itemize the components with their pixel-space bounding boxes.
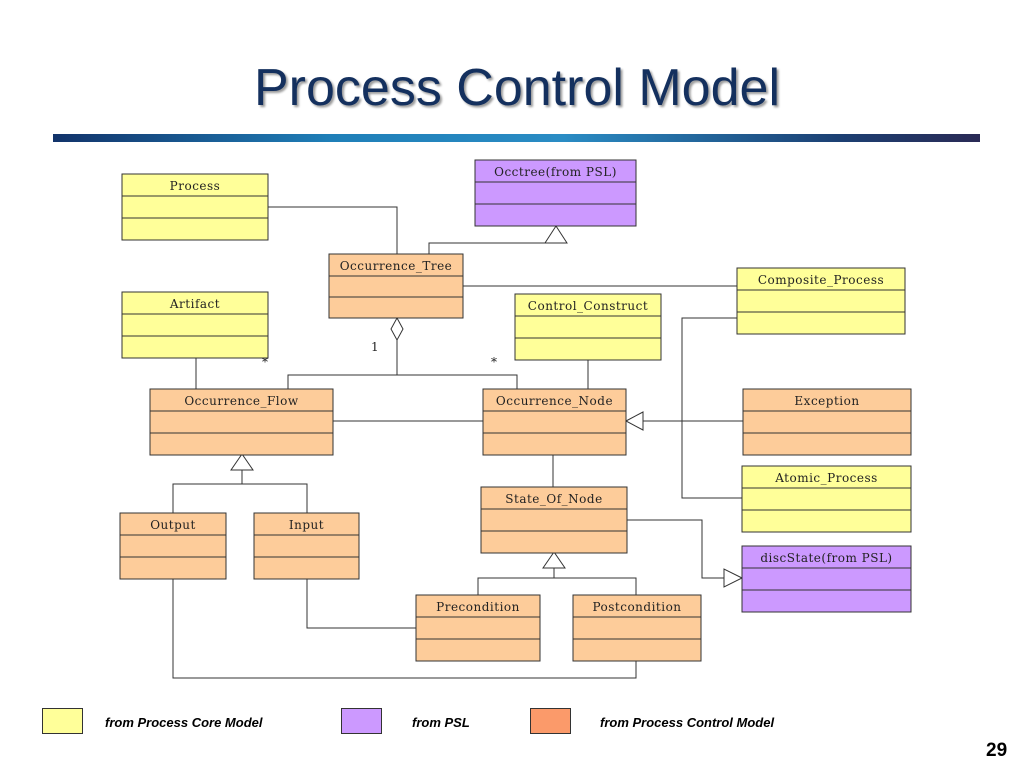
- class-name-occtree: Occtree(from PSL): [494, 165, 617, 179]
- precondition-attributes-compartment: [415, 616, 541, 640]
- class-box-occurrence-flow: Occurrence_Flow: [149, 388, 334, 456]
- exception-operations-compartment: [742, 432, 912, 456]
- class-box-postcondition: Postcondition: [572, 594, 702, 662]
- input-attributes-compartment: [253, 534, 360, 558]
- generalization-arrow-discstate: [723, 568, 744, 588]
- class-box-artifact: Artifact: [121, 291, 269, 359]
- class-box-control-construct: Control_Construct: [514, 293, 662, 361]
- gen-pre-post-state: [477, 577, 637, 596]
- output-operations-compartment: [119, 556, 227, 580]
- legend-swatch-control: [530, 708, 571, 734]
- occurrence-tree-operations-compartment: [328, 296, 464, 319]
- output-attributes-compartment: [119, 534, 227, 558]
- class-name-output: Output: [150, 518, 196, 532]
- process-operations-compartment: [121, 217, 269, 241]
- composite-process-attributes-compartment: [736, 289, 906, 313]
- occtree-attributes-compartment: [474, 181, 637, 205]
- class-box-occurrence-node: Occurrence_Node: [482, 388, 627, 456]
- class-name-input: Input: [289, 518, 324, 532]
- legend-label-psl: from PSL: [412, 715, 470, 730]
- aggregation-to-flow: [287, 374, 518, 389]
- class-name-artifact: Artifact: [169, 297, 220, 311]
- occurrence-node-attributes-compartment: [482, 410, 627, 434]
- gen-state-discstate: [627, 519, 724, 579]
- state-of-node-attributes-compartment: [480, 508, 628, 532]
- generalization-arrow-occtree: [544, 225, 568, 244]
- precondition-operations-compartment: [415, 638, 541, 662]
- class-box-state-of-node: State_Of_Node: [480, 486, 628, 554]
- class-name-composite-process: Composite_Process: [758, 273, 884, 287]
- assoc-input-precondition: [306, 579, 416, 629]
- class-box-output: Output: [119, 512, 227, 580]
- generalization-arrow-node: [624, 411, 644, 431]
- class-box-occurrence-tree: Occurrence_Tree: [328, 253, 464, 319]
- class-box-composite-process: Composite_Process: [736, 267, 906, 335]
- composite-process-operations-compartment: [736, 311, 906, 335]
- class-name-exception: Exception: [794, 394, 859, 408]
- multiplicity-tree: 1: [371, 340, 379, 354]
- aggregation-diamond: [390, 316, 404, 342]
- connector-markers: [230, 225, 744, 588]
- assoc-process-tree: [268, 206, 398, 254]
- class-box-discstate: discState(from PSL): [741, 545, 912, 613]
- class-name-occurrence-flow: Occurrence_Flow: [184, 394, 299, 408]
- class-name-precondition: Precondition: [436, 600, 520, 614]
- occtree-operations-compartment: [474, 203, 637, 227]
- class-box-precondition: Precondition: [415, 594, 541, 662]
- class-name-occurrence-node: Occurrence_Node: [496, 394, 613, 408]
- class-name-state-of-node: State_Of_Node: [505, 492, 602, 506]
- occurrence-node-operations-compartment: [482, 432, 627, 456]
- generalization-arrow-state: [542, 551, 566, 569]
- slide-title: Process Control Model: [254, 59, 780, 117]
- class-box-atomic-process: Atomic_Process: [741, 465, 912, 533]
- exception-attributes-compartment: [742, 410, 912, 434]
- postcondition-attributes-compartment: [572, 616, 702, 640]
- assoc-output-postcondition: [172, 579, 637, 679]
- multiplicity-node: *: [491, 355, 497, 369]
- legend-label-core: from Process Core Model: [105, 715, 263, 730]
- class-box-input: Input: [253, 512, 360, 580]
- gen-output-input-flow: [172, 483, 308, 514]
- generalization-arrow-flow: [230, 453, 254, 471]
- postcondition-operations-compartment: [572, 638, 702, 662]
- occurrence-flow-operations-compartment: [149, 432, 334, 456]
- artifact-operations-compartment: [121, 335, 269, 359]
- legend-swatch-core: [42, 708, 83, 734]
- artifact-attributes-compartment: [121, 313, 269, 337]
- class-box-process: Process: [121, 173, 269, 241]
- gen-composite-node: [681, 317, 742, 499]
- legend-swatch-psl: [341, 708, 382, 734]
- class-name-occurrence-tree: Occurrence_Tree: [340, 259, 453, 273]
- class-name-control-construct: Control_Construct: [528, 299, 648, 313]
- gen-tree-occtree: [428, 242, 556, 254]
- legend-label-control: from Process Control Model: [600, 715, 775, 730]
- state-of-node-operations-compartment: [480, 530, 628, 554]
- discstate-attributes-compartment: [741, 567, 912, 591]
- atomic-process-attributes-compartment: [741, 487, 912, 511]
- class-box-exception: Exception: [742, 388, 912, 456]
- class-name-atomic-process: Atomic_Process: [774, 471, 878, 485]
- atomic-process-operations-compartment: [741, 509, 912, 533]
- class-name-process: Process: [170, 179, 221, 193]
- control-construct-operations-compartment: [514, 337, 662, 361]
- control-construct-attributes-compartment: [514, 315, 662, 339]
- connectors: [172, 206, 743, 679]
- class-box-occtree: Occtree(from PSL): [474, 159, 637, 227]
- class-name-postcondition: Postcondition: [592, 600, 681, 614]
- occurrence-flow-attributes-compartment: [149, 410, 334, 434]
- class-name-discstate: discState(from PSL): [760, 551, 892, 565]
- process-attributes-compartment: [121, 195, 269, 219]
- page-number: 29: [986, 740, 1008, 761]
- input-operations-compartment: [253, 556, 360, 580]
- occurrence-tree-attributes-compartment: [328, 275, 464, 298]
- multiplicity-flow: *: [262, 355, 268, 369]
- title-divider: [53, 134, 980, 142]
- discstate-operations-compartment: [741, 589, 912, 613]
